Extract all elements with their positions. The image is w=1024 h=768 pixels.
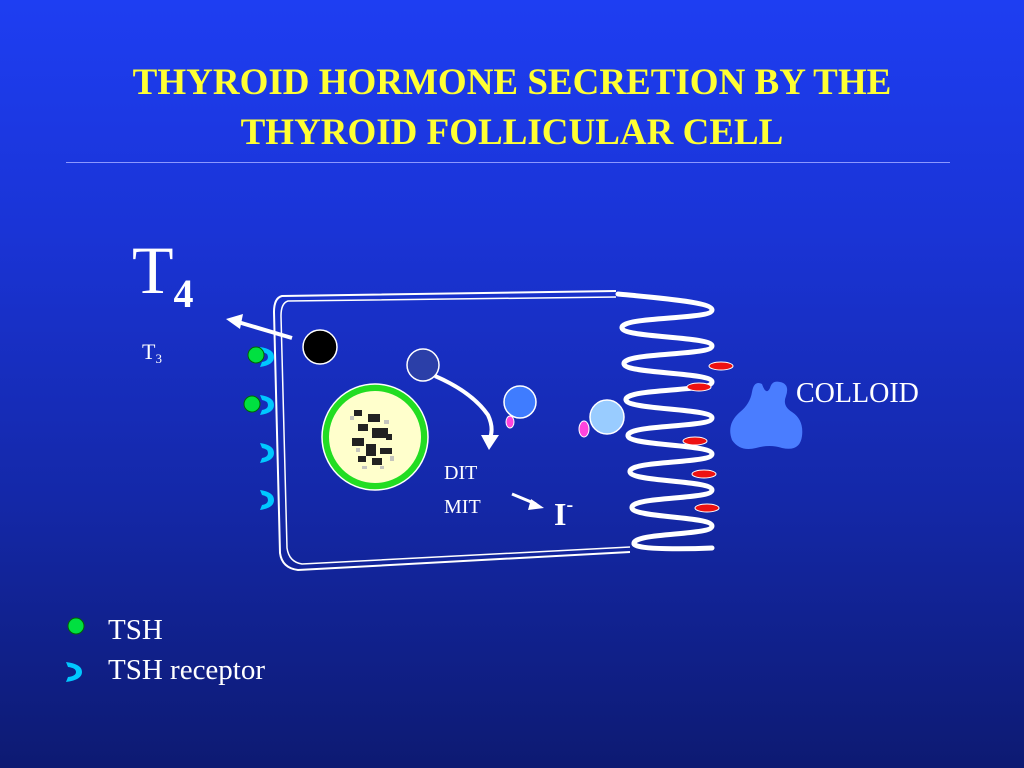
tsh-receptor-icon xyxy=(66,662,82,682)
cell-membrane-inner xyxy=(280,296,631,565)
apical-microvilli xyxy=(615,291,715,552)
tsh-dot-icon xyxy=(67,617,85,635)
tsh-receptor-4 xyxy=(260,490,274,510)
legend-label-tsh: TSH xyxy=(108,614,163,646)
iodide-label: I- xyxy=(554,488,573,531)
hormone-vesicle-black xyxy=(302,329,338,365)
t4-label: T4 xyxy=(132,236,194,328)
tsh-bound-1 xyxy=(247,346,265,364)
colloid-blob xyxy=(730,381,803,449)
tsh-receptor-3 xyxy=(260,443,274,463)
lysosome-path-arrowhead xyxy=(481,435,499,450)
tsh-bound-2 xyxy=(243,395,261,413)
t4-main: T xyxy=(132,232,174,308)
chromatin xyxy=(352,410,392,465)
legend-item-tsh: TSH xyxy=(62,612,382,648)
slide-title: THYROID HORMONE SECRETION BY THE THYROID… xyxy=(0,58,1024,158)
t4-subscript: 4 xyxy=(173,271,194,316)
pink-granule-2 xyxy=(578,420,590,438)
t3-label: T3 xyxy=(142,340,162,371)
slide-title-line-1: THYROID HORMONE SECRETION BY THE xyxy=(132,62,892,103)
chromatin-texture xyxy=(350,416,394,469)
dit-label: DIT xyxy=(444,462,478,484)
colloid-droplet-vesicle xyxy=(503,385,537,419)
lysosome-path-arrow xyxy=(434,374,494,439)
secretion-arrow-head xyxy=(226,314,243,329)
title-divider xyxy=(66,162,950,163)
iodide-superscript: - xyxy=(566,494,574,516)
deiodination-arrow-head xyxy=(528,499,544,510)
t3-subscript: 3 xyxy=(155,351,162,366)
mit-label: MIT xyxy=(444,496,481,518)
microvillus-marker-3 xyxy=(682,436,708,446)
pink-granule-1 xyxy=(505,415,515,429)
lysosome-vesicle xyxy=(406,348,440,382)
legend-item-tsh-receptor: TSH receptor xyxy=(62,652,382,688)
iodide-main: I xyxy=(554,496,567,532)
tsh-receptor-2 xyxy=(260,395,274,415)
colloid-label: COLLOID xyxy=(796,378,919,409)
secretion-arrow-line xyxy=(237,320,293,340)
legend-label-tsh-receptor: TSH receptor xyxy=(108,654,266,686)
microvillus-marker-2 xyxy=(686,382,712,392)
t3-main: T xyxy=(142,339,156,364)
slide-title-line-2: THYROID FOLLICULAR CELL xyxy=(240,112,784,153)
microvillus-marker-5 xyxy=(694,503,720,513)
microvillus-marker-1 xyxy=(708,361,734,371)
cell-membrane-outer xyxy=(272,290,631,572)
microvillus-marker-4 xyxy=(691,469,717,479)
endocytic-vesicle xyxy=(589,399,625,435)
